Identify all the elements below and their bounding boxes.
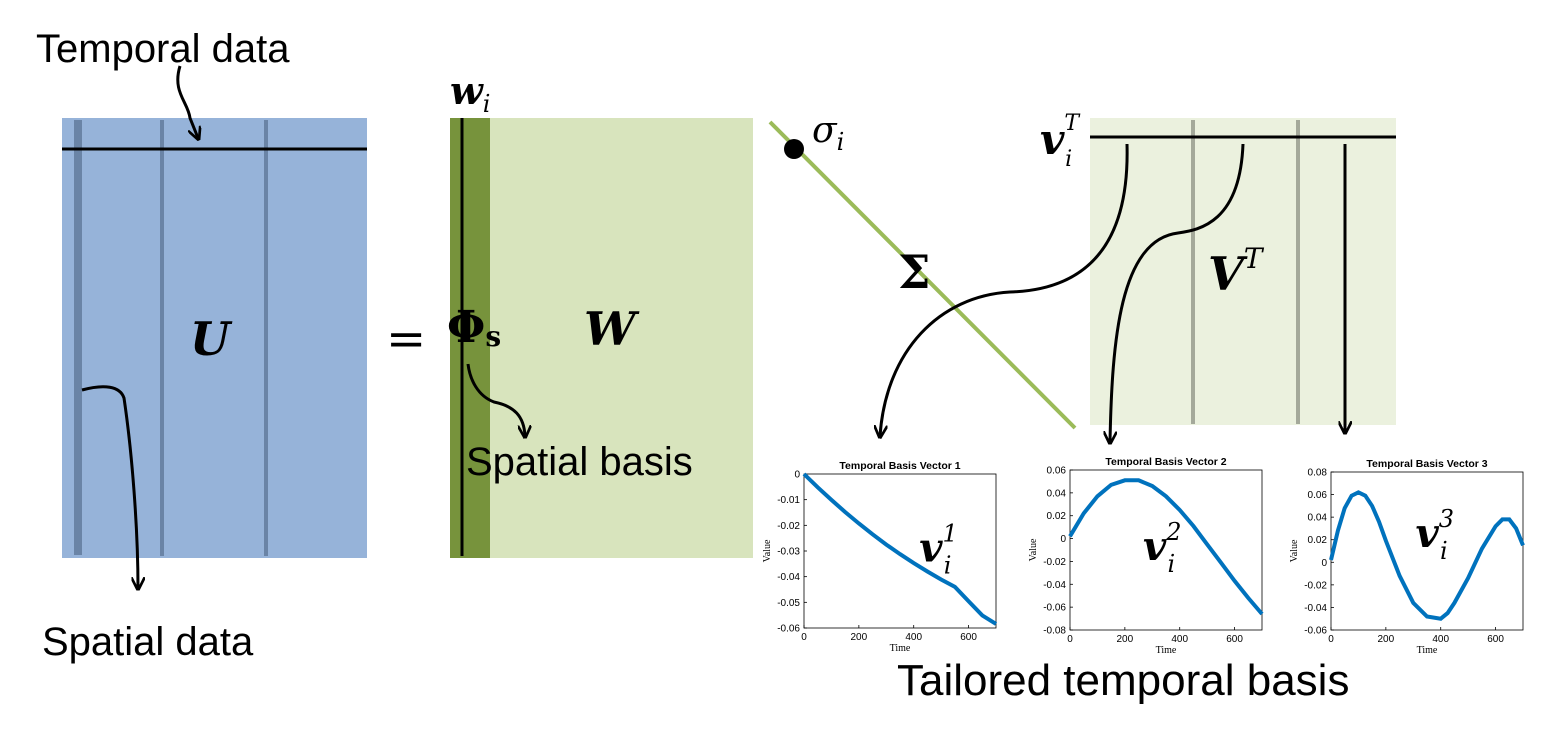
- y-axis-label: Value: [1028, 538, 1039, 561]
- x-tick-label: 0: [801, 632, 807, 643]
- Sigma-symbol: Σ: [898, 245, 931, 299]
- spatial-data-label: Spatial data: [42, 620, 254, 664]
- Sigma-diagonal: [768, 120, 1077, 430]
- y-tick-label: -0.01: [777, 495, 800, 506]
- x-tick-label: 400: [905, 632, 922, 643]
- y-tick-label: 0: [1321, 558, 1327, 569]
- VT-symbol: VT: [1208, 242, 1265, 301]
- sigma-i-dot: [784, 139, 804, 159]
- x-tick-label: 200: [851, 632, 868, 643]
- y-tick-label: 0.06: [1047, 466, 1067, 477]
- temporal-data-arrow: [176, 65, 198, 138]
- y-tick-label: -0.04: [1304, 603, 1327, 614]
- matrix-W-body: [450, 118, 753, 558]
- W-basis-column: [450, 118, 490, 558]
- x-tick-label: 0: [1067, 634, 1073, 645]
- temporal-basis-plot-2: Temporal Basis Vector 2 0 200 400 600 0.06 0.0…: [1028, 456, 1264, 656]
- y-tick-label: -0.02: [777, 521, 800, 532]
- y-tick-label: 0.06: [1308, 490, 1328, 501]
- U-symbol: U: [190, 312, 233, 366]
- y-tick-label: 0.04: [1047, 488, 1067, 499]
- y-tick-label: -0.02: [1043, 557, 1066, 568]
- y-tick-label: -0.06: [777, 624, 800, 635]
- w-i-symbol: wi: [450, 68, 490, 118]
- x-axis-label: Time: [890, 643, 911, 654]
- y-tick-label: -0.03: [777, 547, 800, 558]
- y-tick-label: -0.04: [1043, 580, 1066, 591]
- x-tick-label: 200: [1378, 634, 1395, 645]
- y-axis-label: Value: [1289, 539, 1300, 562]
- plot-frame: [803, 473, 997, 629]
- y-axis-label: Value: [762, 539, 773, 562]
- y-tick-label: -0.02: [1304, 580, 1327, 591]
- Phi-symbol: Φs: [447, 302, 501, 353]
- matrix-W: W: [450, 118, 753, 558]
- temporal-basis-plot-1: Temporal Basis Vector 1 0 200 400 600 0 -0.01 -…: [762, 460, 998, 654]
- spatial-basis-arrow: [466, 363, 525, 436]
- y-tick-label: 0: [794, 470, 800, 481]
- series-line: [1068, 478, 1264, 616]
- y-tick-label: -0.06: [1304, 626, 1327, 637]
- y-tick-label: 0.02: [1047, 511, 1067, 522]
- x-axis-label: Time: [1156, 645, 1177, 656]
- arrow-to-plot-1: [880, 143, 1129, 436]
- tailored-temporal-basis-label: Tailored temporal basis: [897, 656, 1349, 705]
- equals-sign: =: [386, 311, 426, 367]
- y-tick-label: 0.04: [1308, 513, 1328, 524]
- series-line: [1329, 490, 1525, 621]
- matrix-U: U: [62, 118, 367, 558]
- y-tick-label: -0.06: [1043, 603, 1066, 614]
- x-tick-label: 400: [1432, 634, 1449, 645]
- y-tick-label: -0.04: [777, 572, 800, 583]
- y-tick-label: -0.05: [777, 598, 800, 609]
- W-symbol: W: [584, 302, 640, 356]
- y-tick-label: 0.02: [1308, 535, 1328, 546]
- temporal-basis-plot-3: Temporal Basis Vector 3 0 200 400 600 0.08 0.0…: [1289, 458, 1525, 656]
- y-tick-label: 0.08: [1308, 468, 1328, 479]
- spatial-basis-label: Spatial basis: [466, 440, 693, 484]
- plot-frame: [1330, 471, 1524, 631]
- sigma-i-symbol: σi: [812, 110, 844, 156]
- temporal-data-label: Temporal data: [36, 27, 290, 71]
- plot-title: Temporal Basis Vector 1: [839, 460, 960, 472]
- matrix-VT: VT: [1090, 118, 1396, 425]
- plot-frame: [1069, 469, 1263, 631]
- matrix-U-body: [62, 118, 367, 558]
- x-tick-label: 0: [1328, 634, 1334, 645]
- U-spatial-column: [74, 120, 82, 555]
- x-tick-label: 600: [1487, 634, 1504, 645]
- plot-title: Temporal Basis Vector 3: [1366, 458, 1487, 470]
- y-tick-label: 0: [1060, 534, 1066, 545]
- arrow-to-plot-2: [1110, 143, 1245, 442]
- series-line: [802, 472, 998, 626]
- plot-title: Temporal Basis Vector 2: [1105, 456, 1226, 468]
- x-axis-label: Time: [1417, 645, 1438, 656]
- x-tick-label: 600: [1226, 634, 1243, 645]
- x-tick-label: 400: [1171, 634, 1188, 645]
- spatial-data-arrow: [81, 385, 138, 588]
- y-tick-label: -0.08: [1043, 626, 1066, 637]
- x-tick-label: 600: [960, 632, 977, 643]
- x-tick-label: 200: [1117, 634, 1134, 645]
